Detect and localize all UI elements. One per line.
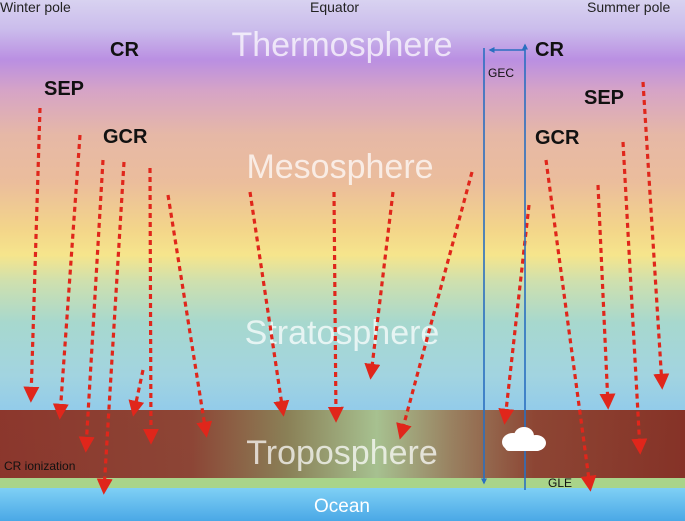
sep-label-right: SEP [584, 88, 624, 108]
particle-arrow [623, 142, 640, 450]
winter-pole-label: Winter pole [0, 0, 71, 14]
particle-arrow [168, 195, 206, 433]
cr-ionization-label: CR ionization [4, 460, 75, 472]
gcr-label-right: GCR [535, 128, 579, 148]
particle-arrow [31, 108, 40, 398]
particle-arrow [334, 192, 336, 418]
cr-label-right: CR [535, 40, 564, 60]
particle-arrow [250, 192, 283, 412]
summer-pole-label: Summer pole [587, 0, 670, 14]
particle-arrow [546, 160, 590, 487]
particle-arrow [86, 160, 103, 448]
equator-label: Equator [310, 0, 359, 14]
particle-arrow [643, 82, 662, 385]
particle-arrow [134, 370, 143, 412]
particle-arrow [598, 185, 608, 405]
particle-arrow [60, 135, 80, 415]
gcr-label-left: GCR [103, 127, 147, 147]
particle-arrow [150, 168, 151, 440]
particle-arrow [401, 172, 472, 435]
gec-label: GEC [488, 67, 514, 79]
particle-arrow [104, 162, 124, 490]
particle-arrow [371, 192, 393, 375]
gle-label: GLE [548, 477, 572, 489]
cr-label-left: CR [110, 40, 139, 60]
sep-label-left: SEP [44, 79, 84, 99]
cloud-icon [502, 427, 546, 451]
